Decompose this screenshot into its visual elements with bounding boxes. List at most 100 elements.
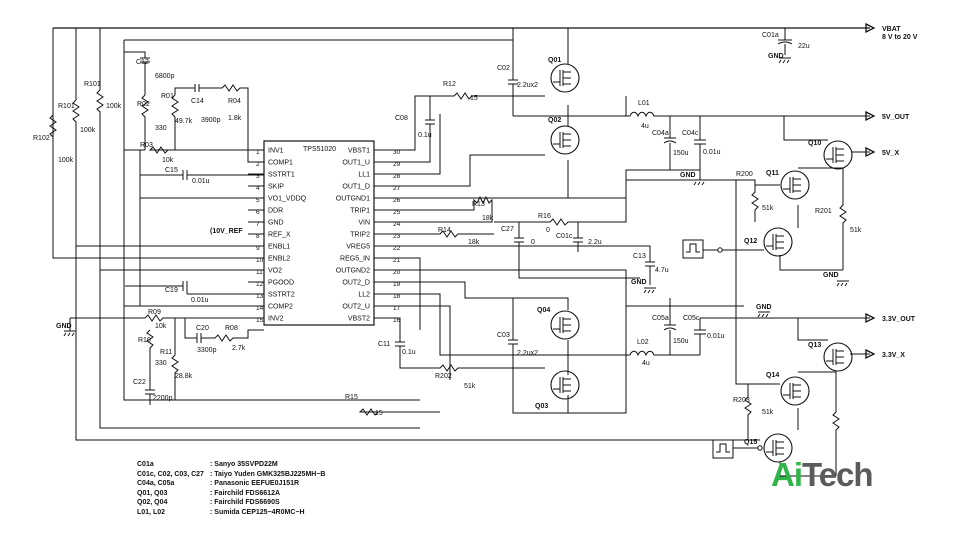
ic-pin-name-right: OUTGND2 [336,268,370,275]
bom-row: C01c, C02, C03, C27: Taiyo Yuden GMK325B… [137,470,325,480]
c01c-value: 2.2u [588,239,602,246]
r200-name: R200 [736,171,753,178]
ic-pin-number-right: 22 [393,245,401,252]
r03-name: R03 [140,142,153,149]
ic-pin-name-right: TRIP1 [350,208,370,215]
mosfet-gate [553,377,571,393]
r13-value: 18k [482,215,494,222]
mosfet-label: Q04 [537,307,550,314]
ic-pin-number-left: 14 [256,305,264,312]
r10-value: 330 [155,360,167,367]
logo-tech: Tech [802,456,874,493]
r202-name: R203 [733,397,750,404]
ic-pin-number-left: 12 [256,281,264,288]
c22-name: C22 [133,379,146,386]
mosfet-gate [783,177,801,193]
vbat-range: 8 V to 20 V [882,34,918,41]
gnd-label-c13: GND [631,279,647,286]
c12-value: 6800p [155,73,175,80]
c12-name: C12 [136,59,149,66]
bom-desc: : Panasonic EEFUE0J151R [210,480,300,488]
r14-value: 18k [468,239,480,246]
bom-row: C04a, C05a: Panasonic EEFUE0J151R [137,479,325,489]
ic-pin-name-left: INV1 [268,148,284,155]
ic-pin-name-left: SKIP [268,184,284,191]
c01c-name: C01c [556,233,573,240]
r101a-value: 100k [80,127,96,134]
bom-desc: : Taiyo Yuden GMK325BJ225MH−B [210,470,326,478]
bom-desc: : Fairchild FDS6612A [210,489,281,497]
r11-value: 28.8k [175,373,193,380]
r14-name: R14 [438,227,451,234]
bom-part: Q01, Q03 [137,489,168,497]
bom-desc: : Fairchild FDS6690S [210,499,280,507]
mosfet-gate [553,132,571,148]
bom-part: Q02, Q04 [137,499,168,507]
gnd-label-c01a: GND [768,53,784,60]
ic-pin-name-left: VO2 [268,268,282,275]
ic-pin-name-left: COMP2 [268,304,293,311]
ic-pin-name-left: SSTRT2 [268,292,295,299]
r10-name: R10 [138,337,151,344]
mosfet-gate [553,70,571,86]
ic-pin-name-right: OUT1_U [342,160,370,167]
c13-name: C13 [633,253,646,260]
ic-pin-number-right: 26 [393,197,401,204]
gnd-label-q12: GND [823,272,839,279]
ic-pin-number-left: 10 [256,257,264,264]
c08-name: C08 [395,115,408,122]
c11-value: 0.1u [402,349,416,356]
c15-name: C15 [165,167,178,174]
ic-pin-number-right: 30 [393,149,401,156]
ic-pin-number-right: 17 [393,305,401,312]
ic-pin-name-right: OUTGND1 [336,196,370,203]
bom-desc: : Sanyo 35SVPD22M [210,461,278,468]
ic-pin-number-left: 13 [256,293,264,300]
c05a-name: C05a [652,315,669,322]
ic-pin-number-right: 19 [393,281,401,288]
ic-pin-number-right: 29 [393,161,401,168]
c14-value: 3900p [201,117,221,124]
logo-ai: Ai [771,456,803,493]
mosfet-gate [826,147,844,163]
ic-pin-name-left: DDR [268,208,283,215]
gnd-label-c04: GND [680,172,696,179]
c01a-value: 22u [798,43,810,50]
mosfet-gate [783,383,801,399]
mosfet-gate [766,440,784,456]
bom-row: Q01, Q03 : Fairchild FDS6612A [137,489,325,499]
r16-value: 0 [546,227,550,234]
c04c-value: 0.01u [703,149,721,156]
c04c-name: C04c [682,130,699,137]
ic-pin-number-right: 18 [393,293,401,300]
mosfet-label: Q02 [548,117,561,124]
ic-pin-number-left: 6 [256,209,260,216]
r04-value: 1.8k [228,115,242,122]
ic-pin-number-right: 27 [393,185,401,192]
bom-row: L01, L02: Sumida CEP125−4R0MC−H [137,508,325,518]
c19-value: 0.01u [191,297,209,304]
r15-name: R202 [435,373,452,380]
r13-name: R13 [472,201,485,208]
c02-value: 2.2ux2 [517,82,538,89]
bom-row: Q02, Q04 : Fairchild FDS6690S [137,498,325,508]
vbat-label: VBAT [882,26,901,33]
c03-name: C03 [497,332,510,339]
c05a-value: 150u [673,338,689,345]
ref-label: (10V_REF [210,228,243,235]
ic-pin-name-right: TRIP2 [350,232,370,239]
r09-value: 10k [155,323,167,330]
mosfet-label: Q12 [744,238,757,245]
ic-pin-number-right: 25 [393,209,401,216]
r01-name: R01 [161,93,174,100]
mosfet-label: Q14 [766,372,779,379]
c15-value: 0.01u [192,178,210,185]
r15-value: 51k [464,383,476,390]
ic-pin-number-left: 2 [256,161,260,168]
c27-name: C27 [501,226,514,233]
c05c-name: C05c [683,315,700,322]
r02-value: 330 [155,125,167,132]
bom-desc: : Sumida CEP125−4R0MC−H [210,508,305,516]
5v-x-label: 5V_X [882,150,899,157]
